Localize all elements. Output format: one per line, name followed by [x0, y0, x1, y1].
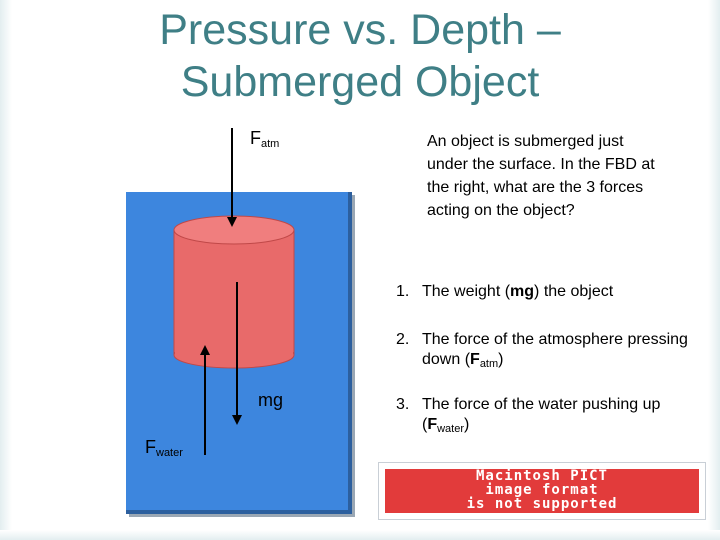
bottom-decor-band — [0, 530, 720, 540]
title-line-1: Pressure vs. Depth – — [159, 6, 561, 54]
question-text: An object is submerged just under the su… — [427, 133, 655, 219]
atm-force-label: Fatm — [250, 128, 280, 150]
water-force-label: Fwater — [145, 437, 183, 459]
slide-title: Pressure vs. Depth – Submerged Object — [60, 4, 660, 108]
placeholder-line-2: image format — [485, 482, 599, 498]
submerged-cylinder — [173, 215, 295, 369]
right-decor-band — [708, 0, 720, 540]
unsupported-image-placeholder: Macintosh PICT image format is not suppo… — [378, 462, 706, 520]
placeholder-line-3: is not supported — [466, 496, 618, 512]
left-decor-band — [0, 0, 12, 540]
title-line-2: Submerged Object — [180, 58, 540, 106]
placeholder-line-1: Macintosh PICT — [475, 468, 608, 484]
weight-force-label: mg — [258, 390, 284, 410]
